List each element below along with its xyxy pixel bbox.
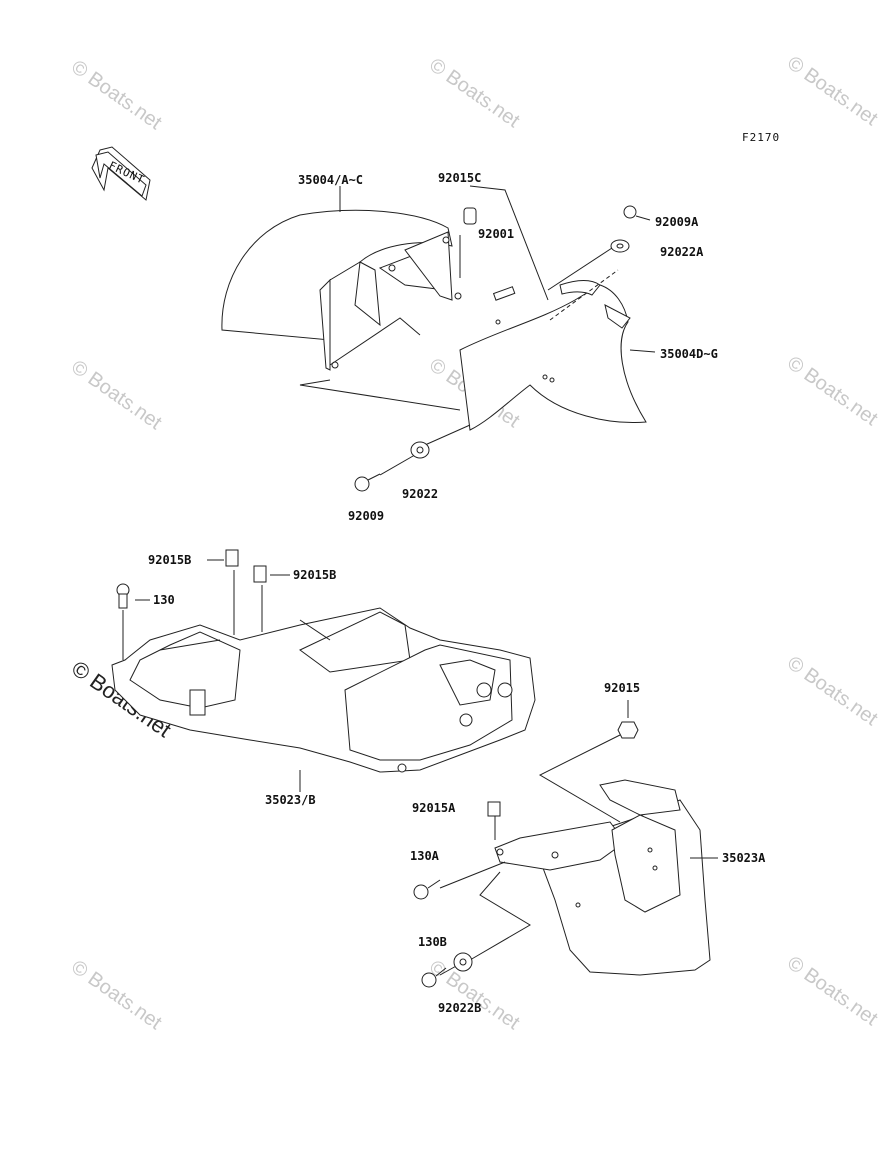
part-92015b-1 [225,549,239,567]
label-92022: 92022 [402,487,438,501]
label-130b: 130B [418,935,447,949]
rear-fender [494,779,711,976]
part-130b [421,967,447,988]
label-92001: 92001 [478,227,514,241]
watermark: © Boats.net [783,352,882,430]
watermark: © Boats.net [783,652,882,730]
part-92009 [354,473,381,492]
watermark: © Boats.net [783,52,882,130]
label-92015b-1: 92015B [148,553,191,567]
label-92015c: 92015C [438,171,481,185]
watermark: © Boats.net [67,956,166,1034]
part-92015c [463,207,477,225]
part-92009a [623,205,651,221]
front-fender-front [459,280,647,431]
watermark: © Boats.net [425,54,524,132]
rear-inner-leader-lines [122,559,301,792]
label-130a: 130A [410,849,440,863]
part-labels: 35004/A~C 92015C 92009A 92022A 92001 350… [148,171,766,1015]
part-92015a [487,801,501,817]
figure-code: F2170 [742,131,780,144]
watermark: © Boats.net [783,952,882,1030]
part-92022a [610,239,630,253]
watermark: © Boats.net [67,56,166,134]
part-92022 [410,441,430,459]
watermark: © Boats.net [425,956,524,1034]
label-92015: 92015 [604,681,640,695]
part-92015 [617,721,639,739]
label-92015b-2: 92015B [293,568,336,582]
label-92009: 92009 [348,509,384,523]
label-92022b: 92022B [438,1001,481,1015]
part-92015b-2 [253,565,267,583]
label-92009a: 92009A [655,215,699,229]
watermark: © Boats.net [67,356,166,434]
front-fender-rear [221,209,462,371]
part-130a [413,879,441,900]
label-35023-b: 35023/B [265,793,316,807]
label-35004d-g: 35004D~G [660,347,718,361]
front-leader-lines [299,185,656,476]
rear-inner-fender [111,607,536,773]
front-arrow: FRONT [91,146,151,201]
label-92022a: 92022A [660,245,704,259]
rear-fender-leader-lines [439,700,718,976]
label-35023a: 35023A [722,851,766,865]
label-130: 130 [153,593,175,607]
label-92015a: 92015A [412,801,456,815]
part-130 [116,583,130,609]
part-92001 [492,286,516,301]
part-92022b [453,952,473,972]
label-35004-a-c: 35004/A~C [298,173,363,187]
watermark-layer: © Boats.net © Boats.net © Boats.net © Bo… [67,52,882,1034]
